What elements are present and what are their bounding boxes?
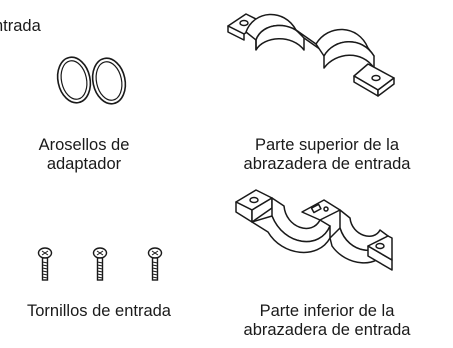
inlet-screws-label: Tornillos de entrada	[26, 302, 171, 320]
screw-3	[147, 247, 163, 281]
inlet-screws-illustration	[30, 245, 170, 285]
upper-clamp-illustration	[222, 4, 402, 112]
cropped-label-fragment: ntrada	[0, 17, 41, 35]
inlet-clamp-top-label: Parte superior de la abrazadera de entra…	[243, 136, 411, 173]
inlet-clamp-bottom-label: Parte inferior de la abrazadera de entra…	[243, 302, 411, 339]
screw-2	[92, 247, 108, 281]
adapter-orings-illustration	[50, 50, 140, 110]
screw-1	[37, 247, 53, 281]
lower-clamp-illustration	[228, 180, 398, 284]
adapter-orings-label: Arosellos de adaptador	[38, 136, 130, 173]
